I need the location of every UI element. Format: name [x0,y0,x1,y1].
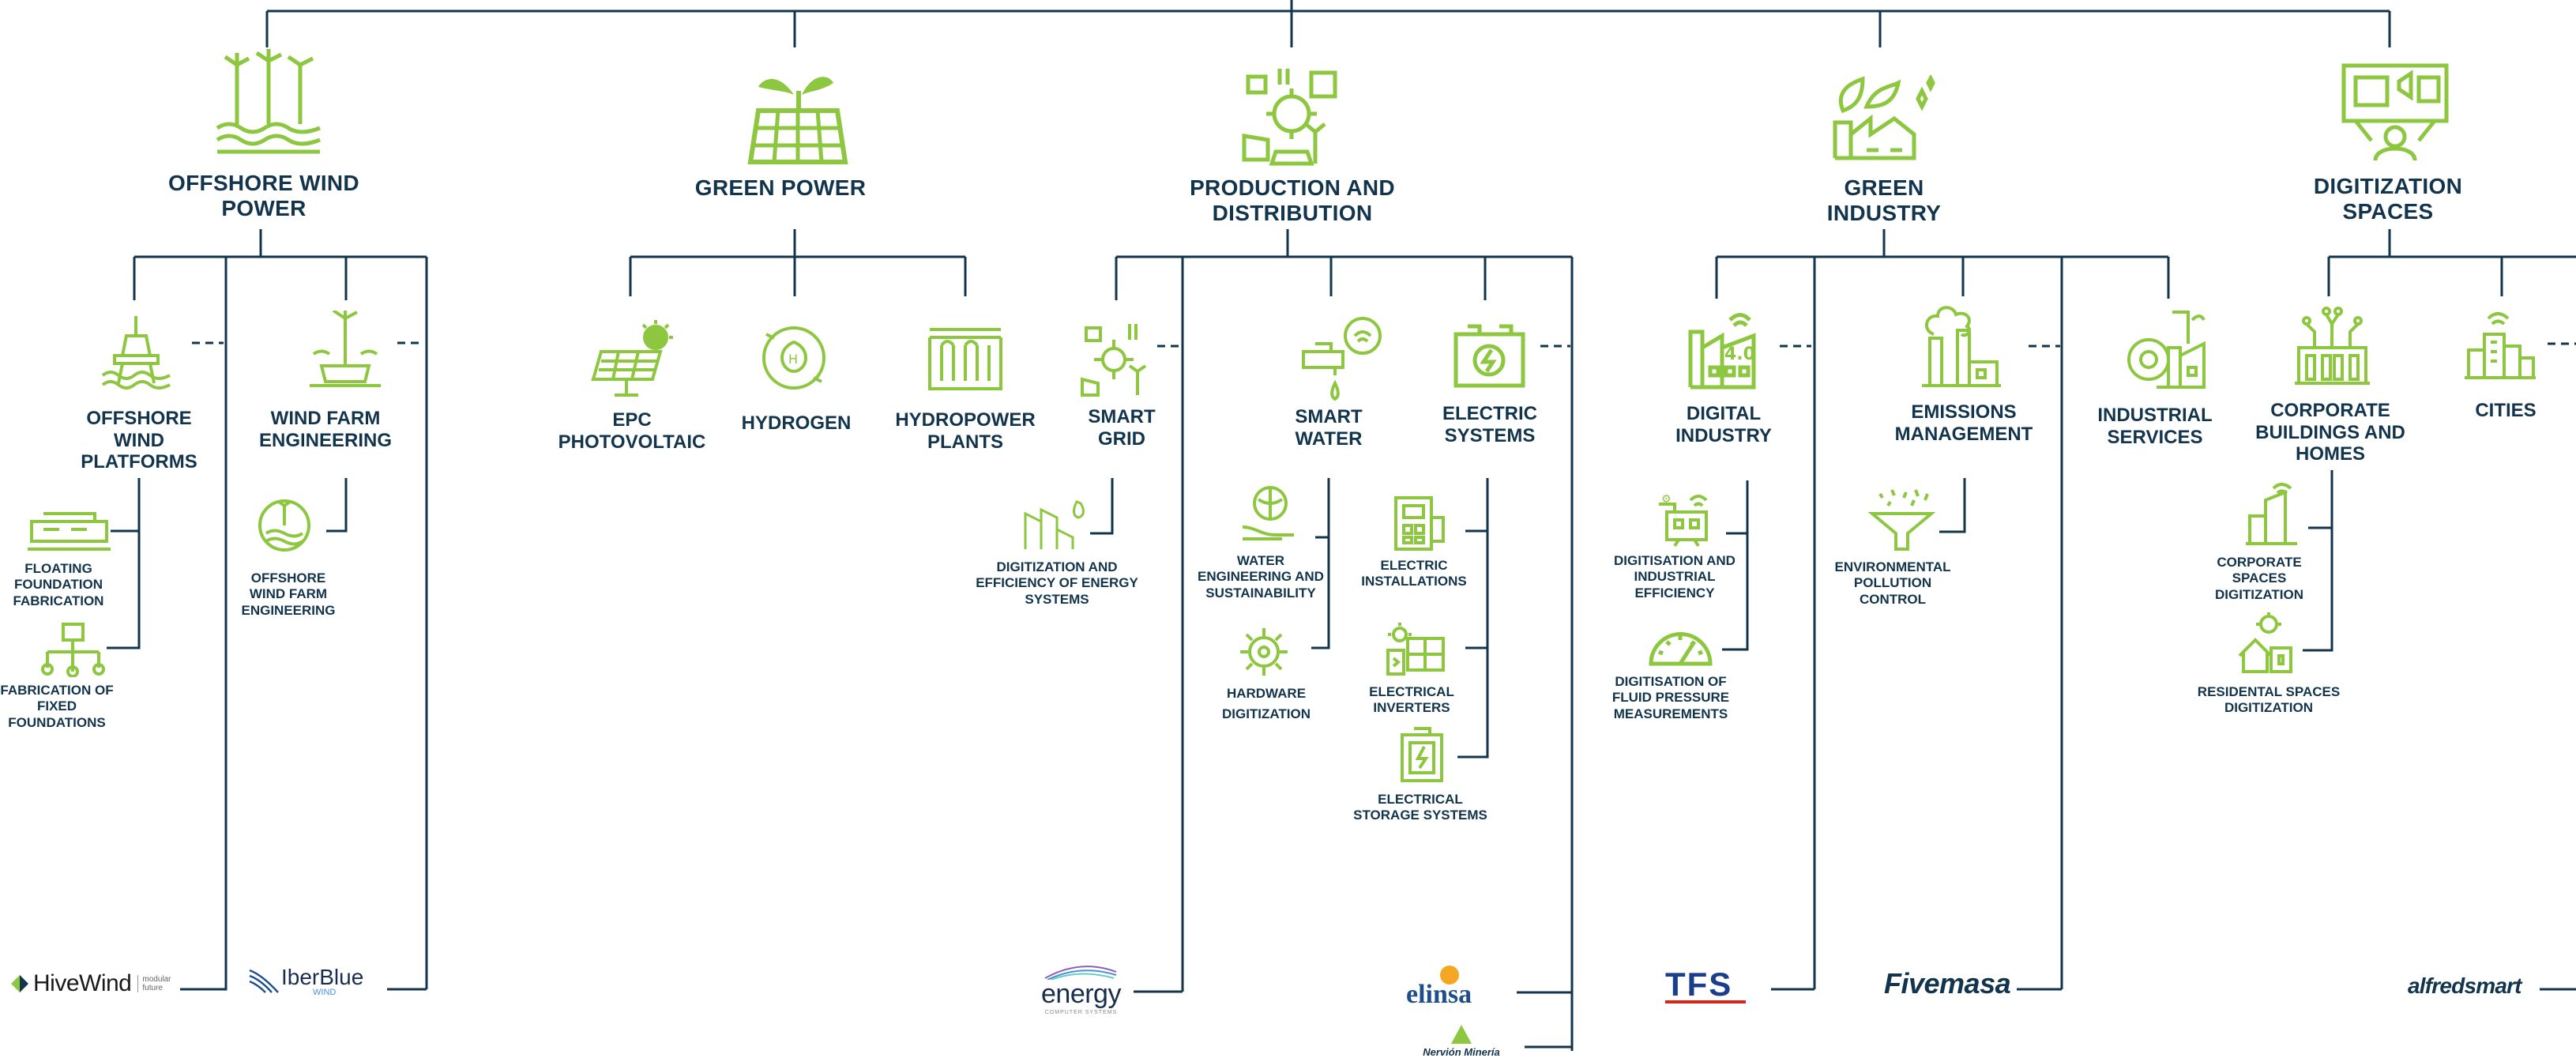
service-water-engineering: WATER ENGINEERING AND SUSTAINABILITY [1198,553,1324,601]
industrial-services-icon [2127,311,2206,389]
service-residential-spaces-digitization: RESIDENTAL SPACES DIGITIZATION [2197,684,2341,716]
digitization-spaces-icon [2341,63,2449,161]
sub-smart-water: SMART WATER [1295,406,1363,450]
service-electrical-inverters: ELECTRICAL INVERTERS [1369,684,1454,716]
service-floating-foundation: FLOATING FOUNDATION FABRICATION [13,561,104,608]
iberblue-tag: WIND [313,987,337,997]
sub-hydropower-plants: HYDROPOWER PLANTS [895,409,1036,453]
alfredsmart-logo[interactable]: alfredsmart [2408,973,2522,999]
sub-electric-systems: ELECTRIC SYSTEMS [1442,403,1537,446]
tfs-underline [1665,1000,1746,1003]
category-digitization-spaces: DIGITIZATION SPACES [2313,174,2463,224]
offshore-platform-icon [101,316,171,390]
sub-hydrogen: HYDROGEN [741,412,852,434]
nervion-name: Nervión Minería [1423,1046,1500,1058]
category-green-power: GREEN POWER [694,175,867,200]
cities-icon [2465,312,2536,379]
emissions-factory-icon [1922,306,2001,387]
svg-text:⚙: ⚙ [1661,493,1672,506]
category-green-industry: GREEN INDUSTRY [1826,175,1942,226]
elinsa-sun-icon [1440,966,1459,985]
fixed-foundations-icon [41,623,105,677]
energy-name: energy [1041,979,1121,1009]
elinsa-name: elinsa [1406,980,1472,1009]
sub-offshore-wind-platforms: OFFSHORE WIND PLATFORMS [81,408,197,473]
fivemasa-logo[interactable]: Fivemasa [1884,967,2011,1000]
storage-system-icon [1401,727,1443,782]
nervion-mark-icon [1451,1025,1472,1044]
green-industry-icon [1833,75,1935,160]
sub-cities: CITIES [2475,400,2537,421]
service-digitisation-fluid-pressure: DIGITISATION OF FLUID PRESSURE MEASUREME… [1611,674,1730,721]
category-production-distribution: PRODUCTION AND DISTRIBUTION [1190,175,1395,226]
svg-text:4.0: 4.0 [1724,345,1755,364]
category-offshore-wind-power: OFFSHORE WIND POWER [168,171,359,221]
service-digitization-energy-systems: DIGITIZATION AND EFFICIENCY OF ENERGY SY… [976,559,1138,607]
digital-industry-4-icon: 4.0 [1688,313,1756,390]
production-distribution-icon [1242,69,1337,166]
service-fixed-foundations: FABRICATION OF FIXED FOUNDATIONS [0,683,114,730]
corporate-spaces-icon [2246,483,2297,545]
hydropower-dam-icon [928,328,1002,390]
digitization-tree [2327,229,2576,296]
service-environmental-pollution-control: ENVIRONMENTAL POLLUTION CONTROL [1834,559,1951,607]
service-hardware-digitization: HARDWARE DIGITIZATION [1221,686,1311,721]
service-electric-installations: ELECTRIC INSTALLATIONS [1361,558,1467,589]
iberblue-logo[interactable]: IberBlue WIND [246,966,363,997]
service-digitisation-industrial-efficiency: DIGITISATION AND INDUSTRIAL EFFICIENCY [1614,553,1736,601]
sub-epc-photovoltaic: EPC PHOTOVOLTAIC [558,409,706,453]
electric-installations-icon [1394,496,1445,551]
industrial-efficiency-icon: ⚙ [1659,493,1708,548]
offshore-tree [133,229,428,989]
hydrogen-icon: H [762,326,825,390]
water-engineering-icon [1242,486,1294,540]
energy-digitization-icon [1024,500,1085,549]
offshore-wind-farm-engineering-icon [258,499,310,552]
floating-foundation-icon [28,512,111,551]
hivewind-logo[interactable]: HiveWind modular future [9,970,171,997]
sub-industrial-services: INDUSTRIAL SERVICES [2097,405,2213,448]
tfs-logo[interactable]: TFS [1665,966,1746,1003]
sub-smart-grid: SMART GRID [1088,406,1156,450]
hivewind-mark-icon [11,975,28,992]
solar-panel-sun-icon [591,320,673,397]
wind-farm-engineering-icon [310,311,381,387]
service-corporate-spaces-digitization: CORPORATE SPACES DIGITIZATION [2214,555,2304,602]
battery-icon [1453,324,1525,388]
solar-panel-plant-icon [747,77,848,164]
elinsa-logo[interactable]: elinsa [1406,964,1472,1015]
residential-spaces-icon [2238,612,2292,673]
pollution-control-icon [1868,489,1935,551]
green-industry-tree [1715,229,2170,989]
energy-computer-systems-logo[interactable]: energy COMPUTER SYSTEMS [1041,962,1121,1015]
sub-wind-farm-engineering: WIND FARM ENGINEERING [258,408,393,451]
tfs-name: TFS [1665,966,1733,1003]
service-offshore-wind-farm-engineering: OFFSHORE WIND FARM ENGINEERING [241,570,336,618]
sub-emissions-management: EMISSIONS MANAGEMENT [1894,401,2033,445]
corporate-buildings-icon [2295,307,2370,385]
nervion-mineria-logo[interactable]: Nervión Minería [1410,1023,1513,1058]
fivemasa-name: Fivemasa [1884,967,2011,1000]
alfredsmart-name: alfredsmart [2408,973,2522,998]
top-connector [265,0,2391,47]
hivewind-name: HiveWind [33,970,132,996]
pressure-gauge-icon [1649,632,1713,666]
green-power-tree [629,229,967,296]
smart-grid-icon [1081,324,1147,397]
smart-water-icon [1302,317,1382,401]
hivewind-tagline: modular future [137,975,171,992]
wind-turbines-icon [216,49,321,154]
iberblue-name: IberBlue [281,964,364,989]
sub-corporate-buildings-homes: CORPORATE BUILDINGS AND HOMES [2255,400,2405,465]
svg-text:H: H [788,352,798,367]
sub-digital-industry: DIGITAL INDUSTRY [1675,403,1772,446]
iberblue-wave-icon [249,969,279,993]
energy-tag: COMPUTER SYSTEMS [1044,1010,1118,1015]
electrical-inverter-icon [1386,623,1445,676]
service-electrical-storage: ELECTRICAL STORAGE SYSTEMS [1353,792,1487,823]
hardware-digitization-icon [1240,628,1288,676]
production-tree [1115,229,1574,1051]
energy-arcs-icon [1044,966,1117,981]
